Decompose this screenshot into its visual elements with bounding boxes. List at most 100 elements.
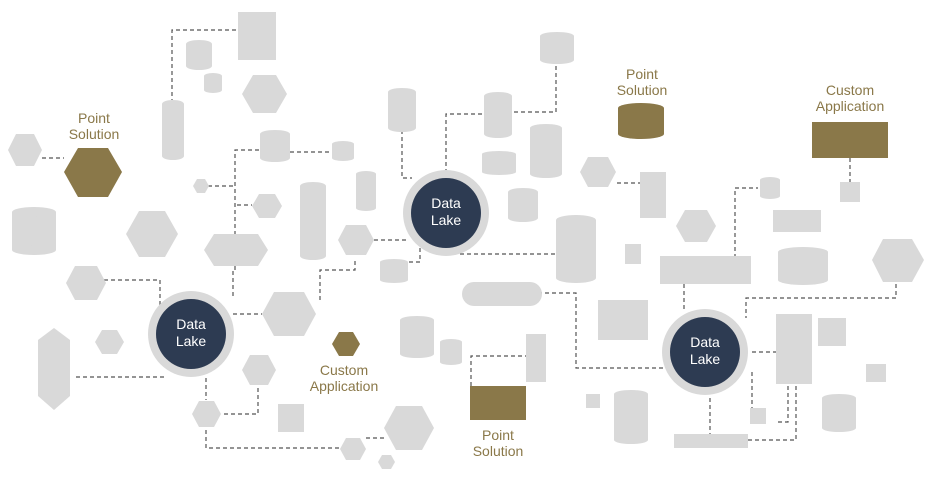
connector [470, 355, 528, 386]
label-line: Custom [825, 82, 875, 98]
connector [745, 284, 897, 318]
hexagon-shape [242, 75, 287, 113]
rectangle-shape [660, 256, 751, 284]
rectangle-shape [776, 314, 812, 384]
custom-application-label-1: Custom Application [294, 362, 394, 394]
hexagon-shape [338, 225, 374, 255]
label-line: Application [309, 378, 379, 394]
rectangle-shape [238, 12, 276, 60]
data-lake-label-3a: Data [690, 334, 720, 350]
rectangle-shape [773, 210, 821, 232]
accent-shapes [64, 103, 888, 420]
connectors [42, 29, 897, 449]
hexagon-shape [384, 406, 434, 450]
connector [401, 130, 412, 179]
rectangle-shape [640, 172, 666, 218]
label-line: Point [626, 66, 658, 82]
connector [538, 292, 665, 369]
label-line: Custom [319, 362, 369, 378]
cylinder-shape [356, 171, 376, 211]
rectangle-shape [278, 404, 304, 432]
cylinder-shape [332, 141, 354, 161]
rectangle-shape [818, 318, 846, 346]
data-lake-3: Data Lake [662, 309, 748, 395]
data-lake-label-2a: Data [176, 316, 206, 332]
rectangle-shape [462, 282, 542, 306]
connector [171, 29, 236, 100]
connector [224, 388, 259, 415]
hexagon-shape [192, 401, 221, 427]
cylinder-shape [440, 339, 462, 365]
hexagon-shape [872, 239, 924, 282]
point-solution-label-3: Point Solution [458, 427, 538, 459]
rectangle-shape [840, 182, 860, 202]
rectangle-shape [866, 364, 886, 382]
cylinder-shape [556, 215, 596, 283]
connector [232, 149, 260, 296]
cylinder-shape [530, 124, 562, 178]
cylinder-shape [400, 316, 434, 358]
custom-application-box [812, 122, 888, 158]
cylinder-shape [822, 394, 856, 432]
connector [205, 430, 340, 449]
connector [778, 386, 789, 423]
connector [104, 279, 161, 305]
connector [734, 187, 758, 258]
hexagon-shape [676, 210, 716, 242]
cylinder-shape [162, 100, 184, 160]
rectangle-shape [625, 244, 641, 264]
data-lake-label-3b: Lake [690, 351, 721, 367]
data-lake-label-1a: Data [431, 195, 461, 211]
hexagon-shape [126, 211, 178, 257]
connector [510, 66, 557, 113]
point-solution-cylinder [618, 103, 664, 139]
custom-application-label-2: Custom Application [800, 82, 900, 114]
cylinder-shape [760, 177, 780, 199]
rectangle-shape [586, 394, 600, 408]
hexagon-shape [38, 328, 70, 410]
hexagon-shape [8, 134, 42, 166]
hexagon-shape [378, 455, 395, 469]
hexagon-shape [66, 266, 106, 300]
hexagon-shape [252, 194, 282, 218]
cylinder-shape [614, 390, 648, 444]
connector [445, 113, 484, 180]
rectangle-shape [526, 334, 546, 382]
cylinder-shape [482, 151, 516, 175]
custom-application-hexagon [332, 332, 360, 356]
cylinder-shape [204, 73, 222, 93]
cylinder-shape [300, 182, 326, 260]
hexagon-shape [340, 438, 366, 460]
cylinder-shape [540, 32, 574, 64]
point-solution-hexagon [64, 148, 122, 197]
data-lake-label-2b: Lake [176, 333, 207, 349]
cylinder-shape [380, 259, 408, 283]
cylinder-shape [186, 40, 212, 70]
data-lake-label-1b: Lake [431, 212, 462, 228]
point-solution-label-1: Point Solution [54, 110, 134, 142]
label-line: Application [815, 98, 885, 114]
cylinder-shape [388, 88, 416, 132]
hexagon-shape [95, 330, 124, 354]
hexagon-shape [580, 157, 616, 187]
connector [748, 382, 797, 441]
hexagon-shape [204, 234, 268, 266]
cylinder-shape [508, 188, 538, 222]
label-line: Point [78, 110, 110, 126]
rectangle-shape [598, 300, 648, 340]
label-line: Solution [472, 443, 524, 459]
rectangle-shape [750, 408, 766, 424]
cylinder-shape [484, 92, 512, 138]
hexagon-shape [193, 179, 209, 193]
point-solution-label-2: Point Solution [602, 66, 682, 98]
background-shapes [8, 12, 924, 469]
data-lake-1: Data Lake [403, 170, 489, 256]
connector [319, 258, 356, 300]
rectangle-shape [674, 434, 748, 448]
connector [408, 248, 421, 263]
cylinder-shape [260, 130, 290, 162]
cylinder-shape [12, 207, 56, 255]
cylinder-shape [778, 247, 828, 285]
hexagon-shape [242, 355, 276, 385]
